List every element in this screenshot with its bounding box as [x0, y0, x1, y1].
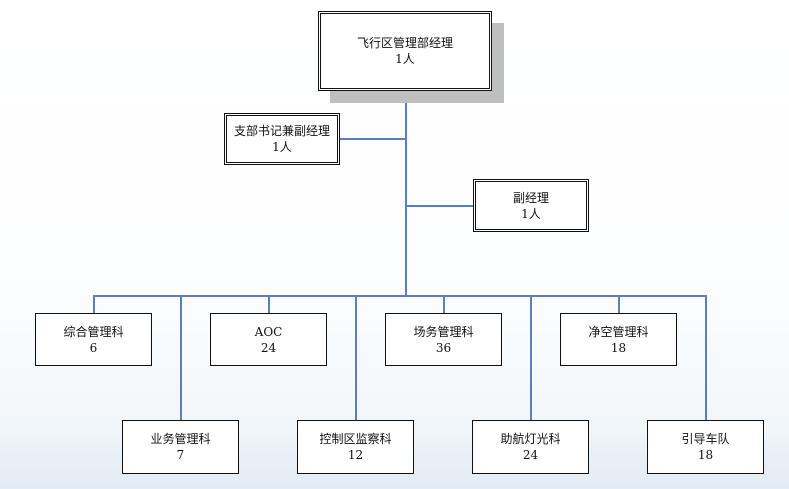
node-branch-secretary-deputy-manager: 支部书记兼副经理 1人: [224, 113, 340, 165]
node-field-management-section: 场务管理科 36: [385, 313, 502, 366]
node-title: 飞行区管理部经理: [356, 36, 453, 50]
connector-drop-row1-3: [443, 295, 445, 314]
node-count: 24: [260, 340, 277, 355]
connector-deputy-secretary: [340, 138, 406, 140]
connector-drop-row2-3: [530, 295, 532, 421]
node-count: 6: [89, 340, 98, 355]
node-follow-me-vehicle-team: 引导车队 18: [647, 420, 764, 474]
node-count: 1人: [395, 52, 415, 66]
connector-horizontal-bus: [93, 295, 706, 297]
node-count: 36: [435, 340, 452, 355]
node-count: 18: [697, 448, 714, 462]
node-title: 副经理: [512, 190, 549, 205]
node-title: AOC: [254, 324, 283, 339]
node-title: 支部书记兼副经理: [233, 124, 330, 138]
connector-drop-row2-1: [180, 295, 182, 421]
node-count: 7: [176, 448, 185, 462]
node-deputy-manager: 副经理 1人: [473, 179, 589, 232]
connector-main-vertical: [405, 91, 407, 296]
node-count: 1人: [521, 206, 541, 221]
node-count: 24: [522, 448, 539, 462]
node-general-management-section: 综合管理科 6: [35, 313, 152, 366]
connector-drop-row2-4: [705, 295, 707, 421]
node-navigation-lighting-section: 助航灯光科 24: [472, 420, 589, 474]
node-clearance-management-section: 净空管理科 18: [560, 313, 677, 366]
node-aoc: AOC 24: [210, 313, 327, 366]
connector-drop-row1-4: [618, 295, 620, 314]
connector-drop-row1-1: [93, 295, 95, 314]
node-title: 引导车队: [681, 432, 730, 446]
node-count: 18: [610, 340, 627, 355]
node-title: 场务管理科: [413, 324, 474, 339]
node-control-area-inspection-section: 控制区监察科 12: [297, 420, 414, 474]
node-title: 控制区监察科: [319, 432, 392, 446]
node-title: 综合管理科: [63, 324, 124, 339]
node-count: 1人: [272, 140, 292, 154]
node-title: 业务管理科: [150, 432, 211, 446]
node-title: 净空管理科: [588, 324, 649, 339]
node-title: 助航灯光科: [500, 432, 561, 446]
connector-drop-row1-2: [268, 295, 270, 314]
node-department-manager: 飞行区管理部经理 1人: [318, 11, 492, 91]
node-business-management-section: 业务管理科 7: [122, 420, 239, 474]
node-count: 12: [347, 448, 364, 462]
connector-drop-row2-2: [355, 295, 357, 421]
connector-deputy: [405, 205, 474, 207]
